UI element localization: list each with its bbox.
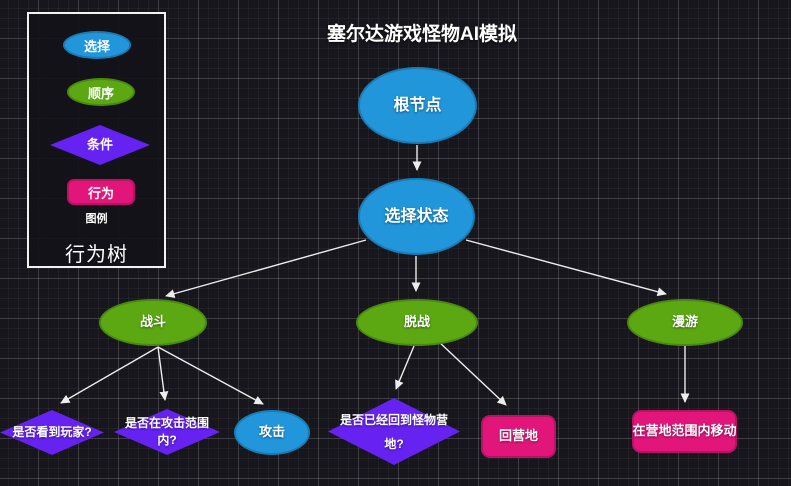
node-disengage-label: 脱战 [403, 314, 430, 330]
legend-sequence-shape: 顺序 [67, 78, 135, 106]
legend-title: 行为树 [65, 244, 128, 266]
edge-combat-in-attack-range [157, 346, 169, 401]
node-attack[interactable]: 攻击 [234, 410, 310, 455]
edge-disengage-return-camp [437, 340, 507, 406]
legend-condition-shape: 条件 [50, 125, 150, 165]
node-attack-label: 攻击 [258, 424, 285, 440]
legend-caption: 图例 [85, 213, 108, 225]
node-select-state[interactable]: 选择状态 [358, 178, 475, 255]
node-see-player[interactable]: 是否看到玩家? [0, 410, 104, 455]
node-select-state-label: 选择状态 [384, 207, 449, 225]
node-move-in-camp[interactable]: 在营地范围内移动 [632, 410, 737, 453]
node-combat[interactable]: 战斗 [99, 299, 207, 346]
node-back-to-camp-check[interactable]: 是否已经回到怪物营地? [328, 398, 460, 465]
node-combat-label: 战斗 [139, 314, 166, 330]
node-in-attack-range-label: 是否在攻击范围内? [124, 415, 209, 447]
node-root[interactable]: 根节点 [358, 67, 477, 144]
legend-sequence-label: 顺序 [87, 85, 114, 101]
legend-panel: 选择 顺序 条件 行为 图例 行为树 [27, 12, 166, 268]
edge-select-state-roam [465, 239, 667, 297]
node-roam-label: 漫游 [671, 314, 698, 330]
legend-condition-label: 条件 [86, 136, 113, 152]
node-return-camp[interactable]: 回营地 [481, 415, 556, 458]
node-in-attack-range[interactable]: 是否在攻击范围内? [114, 409, 220, 455]
edge-combat-see-player [60, 346, 159, 404]
edge-combat-attack [157, 346, 264, 405]
node-disengage[interactable]: 脱战 [356, 299, 478, 346]
node-move-in-camp-label: 在营地范围内移动 [632, 423, 737, 439]
node-root-label: 根节点 [393, 96, 442, 114]
legend-action-label: 行为 [87, 185, 114, 201]
node-roam[interactable]: 漫游 [627, 299, 743, 346]
node-see-player-label: 是否看到玩家? [12, 424, 92, 439]
legend-selector-label: 选择 [83, 38, 110, 54]
legend-action-shape: 行为 [67, 179, 135, 205]
edge-disengage-back-to-camp-check [395, 345, 415, 390]
diagram-title: 塞尔达游戏怪物AI模拟 [326, 24, 518, 45]
node-return-camp-label: 回营地 [498, 428, 538, 444]
edge-select-state-combat [165, 239, 367, 299]
legend-selector-shape: 选择 [63, 31, 131, 59]
node-back-to-camp-check-label: 是否已经回到怪物营地? [339, 412, 448, 451]
